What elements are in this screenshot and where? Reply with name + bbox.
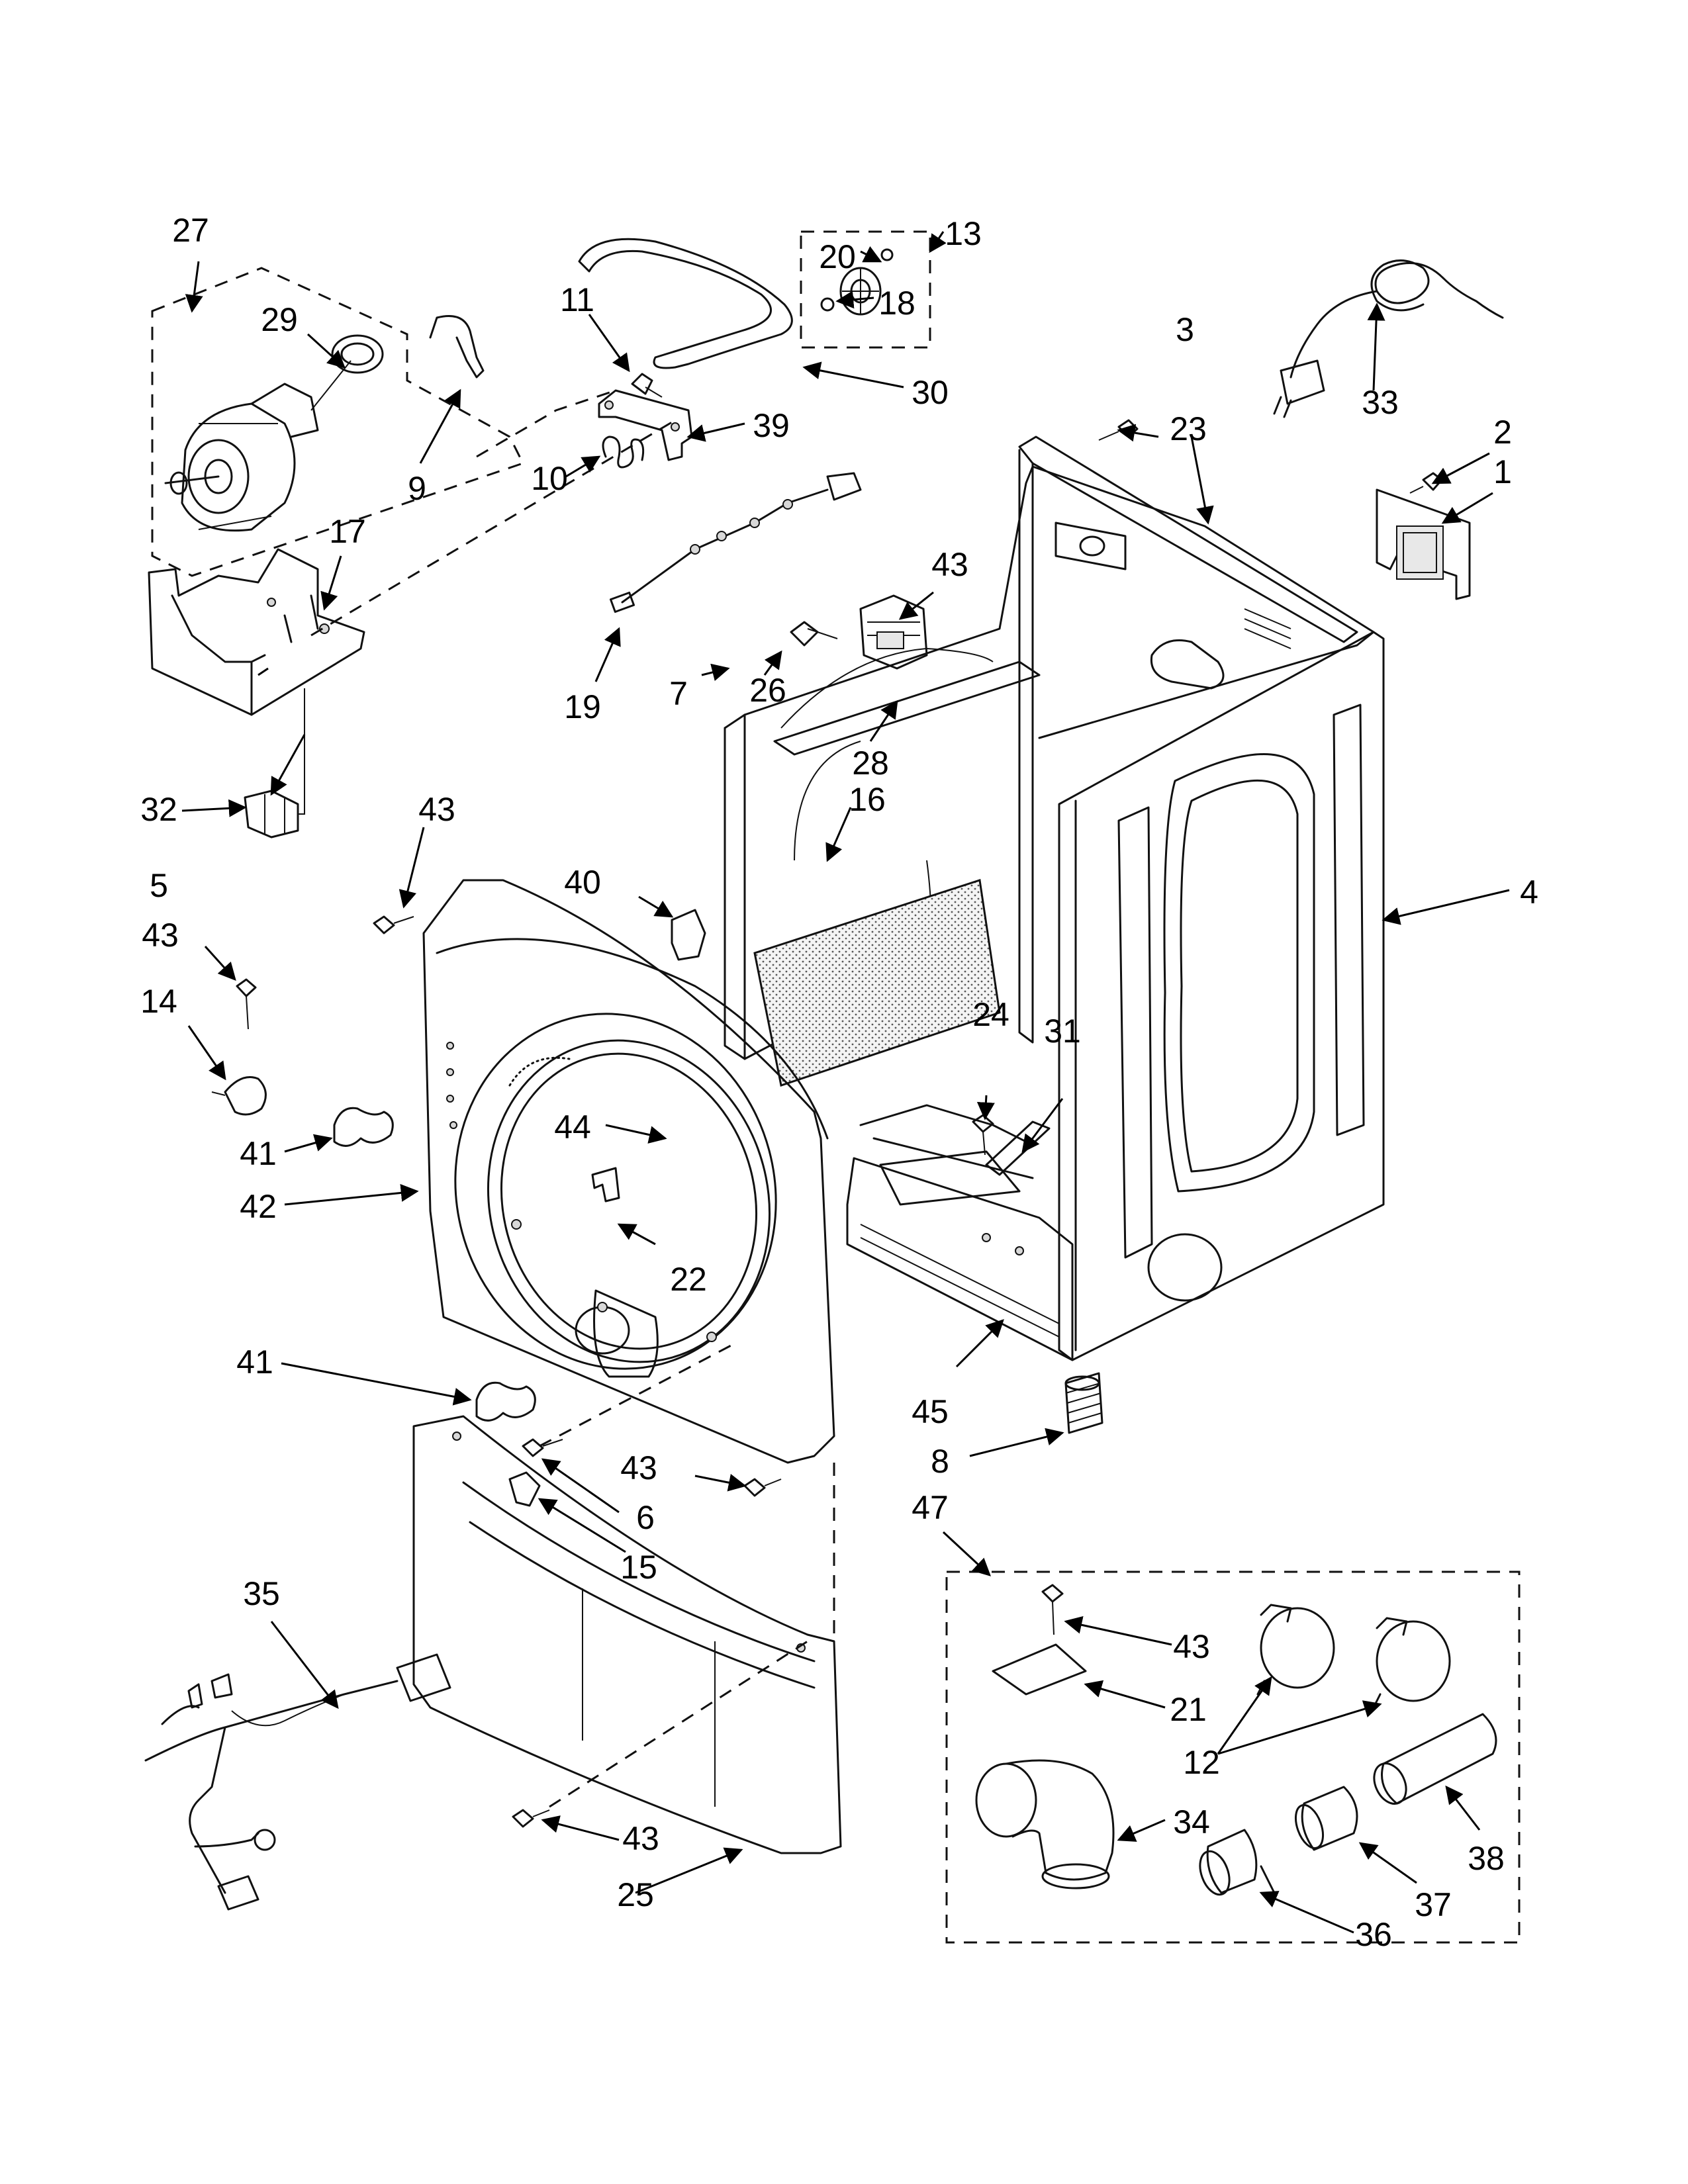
callout-19: 19	[564, 688, 601, 725]
vent-bracket	[992, 1643, 1087, 1696]
callout-26: 26	[749, 672, 786, 709]
vent-coupling	[1294, 1786, 1358, 1851]
callout-17: 17	[329, 513, 366, 550]
callout-23: 23	[1170, 410, 1207, 447]
drum-belt	[578, 238, 793, 369]
callout-21: 21	[1170, 1691, 1207, 1728]
callout-14: 14	[140, 983, 177, 1020]
callout-35: 35	[243, 1575, 280, 1612]
callout-33: 33	[1362, 384, 1399, 421]
cabinet	[724, 435, 1385, 1361]
wire-clip-upper	[333, 1107, 394, 1147]
switch	[244, 790, 299, 839]
power-cord	[1273, 259, 1504, 418]
screw-toe-lower	[512, 1809, 550, 1828]
callout-43-toe: 43	[622, 1820, 659, 1857]
callout-22: 22	[670, 1261, 707, 1298]
callout-45: 45	[912, 1393, 949, 1430]
callout-43-clamp: 43	[142, 917, 179, 954]
idler-assembly-box	[800, 230, 931, 349]
callout-11: 11	[560, 281, 594, 318]
callout-6: 6	[636, 1499, 655, 1536]
callout-8: 8	[931, 1443, 949, 1480]
motor-mount	[148, 548, 365, 716]
callout-15: 15	[620, 1549, 657, 1586]
callout-3: 3	[1176, 311, 1194, 348]
callout-39: 39	[753, 407, 790, 444]
callout-4: 4	[1520, 874, 1538, 911]
callout-20: 20	[819, 238, 856, 275]
wire-clamp	[211, 1076, 267, 1116]
screw-front-panel-top	[373, 915, 414, 934]
callout-7: 7	[669, 675, 688, 712]
callout-labels: 27 29 9 11 10 39 30 13 20 18 3 23 33 2 1…	[140, 212, 1538, 1953]
callout-24: 24	[972, 996, 1009, 1033]
callout-43-front-lower: 43	[620, 1449, 657, 1486]
vent-kit-box	[945, 1570, 1521, 1944]
cabinet-screw	[790, 621, 838, 647]
callout-34: 34	[1173, 1803, 1210, 1841]
callout-38: 38	[1468, 1840, 1505, 1877]
callout-5: 5	[150, 867, 168, 904]
drive-motor	[164, 383, 319, 532]
callout-37: 37	[1415, 1886, 1452, 1923]
leader-lines	[181, 231, 1510, 1934]
wire-clip-lower	[475, 1381, 536, 1422]
idler-screw	[631, 373, 663, 398]
toe-panel-clip	[508, 1471, 541, 1507]
callout-32: 32	[140, 791, 177, 828]
callout-25: 25	[617, 1876, 654, 1913]
door-bumper	[671, 909, 706, 961]
callout-43-top: 43	[418, 791, 455, 828]
harness	[609, 472, 862, 614]
callout-41-upper: 41	[240, 1135, 277, 1172]
callout-44: 44	[554, 1109, 591, 1146]
parts-drawings	[144, 230, 1521, 1944]
rear-screw	[1098, 419, 1139, 441]
callout-30: 30	[912, 374, 949, 411]
callout-12: 12	[1183, 1744, 1220, 1781]
callout-13: 13	[945, 215, 982, 252]
callout-18: 18	[878, 285, 915, 322]
bracket-screw	[1409, 472, 1443, 494]
screw-front-lower	[743, 1478, 782, 1497]
thermal-fuse	[859, 594, 928, 670]
callout-29: 29	[261, 301, 298, 338]
screw-toe-panel	[522, 1438, 563, 1457]
vent-hood-right	[1372, 1617, 1451, 1709]
callout-28: 28	[852, 745, 889, 782]
callout-10: 10	[531, 460, 568, 497]
idler-bracket	[598, 389, 693, 461]
idler-spring	[602, 435, 645, 469]
front-panel	[422, 879, 835, 1464]
callout-31: 31	[1044, 1013, 1081, 1050]
base-bracket	[985, 1120, 1051, 1176]
screw-clamp	[236, 978, 257, 1030]
callout-40: 40	[564, 864, 601, 901]
duct-bracket	[773, 660, 1041, 756]
callout-43-vent: 43	[1173, 1628, 1210, 1665]
callout-1: 1	[1493, 453, 1512, 490]
wire-harness	[144, 1653, 451, 1911]
terminal-bracket	[1376, 488, 1471, 600]
callout-41-lower: 41	[236, 1343, 273, 1381]
motor-wire	[298, 688, 305, 815]
motor-assembly-box	[151, 267, 525, 577]
callout-27: 27	[172, 212, 209, 249]
door-strike	[591, 1167, 620, 1203]
motor-strap	[429, 315, 485, 379]
callout-9: 9	[408, 470, 426, 507]
callout-16: 16	[849, 781, 886, 818]
callout-46: 43	[931, 546, 968, 583]
callout-36: 36	[1355, 1916, 1392, 1953]
callout-2: 2	[1493, 414, 1512, 451]
leveling-foot	[1064, 1372, 1103, 1434]
callout-42: 42	[240, 1188, 277, 1225]
lint-screen	[753, 879, 1001, 1087]
vent-tube-long	[1373, 1713, 1497, 1805]
vent-elbow	[975, 1759, 1115, 1889]
vent-screw	[1041, 1584, 1064, 1635]
callout-47: 47	[912, 1489, 949, 1526]
